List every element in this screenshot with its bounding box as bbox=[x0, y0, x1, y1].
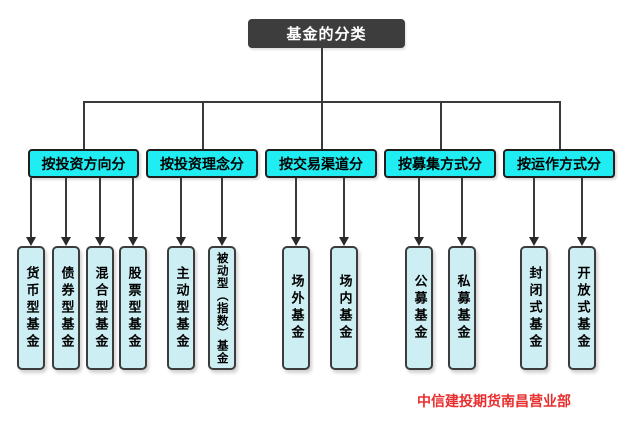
arrow-down-icon bbox=[291, 237, 301, 246]
connector-branch-stem-5 bbox=[559, 101, 561, 150]
branch-node-operation-method: 按运作方式分 bbox=[503, 149, 615, 178]
branch-node-investment-direction: 按投资方向分 bbox=[28, 149, 139, 178]
connector-branch-stem-2 bbox=[202, 101, 204, 150]
connector-root-stem bbox=[321, 48, 323, 102]
leaf-node-private-fund: 私募基金 bbox=[448, 246, 476, 370]
arrow-down-icon bbox=[577, 237, 587, 246]
arrow-stem bbox=[221, 178, 223, 237]
leaf-node-active-fund: 主动型基金 bbox=[167, 246, 195, 370]
arrow-stem bbox=[132, 178, 134, 237]
arrow-stem bbox=[343, 178, 345, 237]
leaf-node-exchange-fund: 场内基金 bbox=[330, 246, 358, 370]
arrow-stem bbox=[418, 178, 420, 237]
arrow-stem bbox=[533, 178, 535, 237]
connector-branch-stem-3 bbox=[321, 101, 323, 150]
footer-watermark: 中信建投期货南昌营业部 bbox=[417, 394, 571, 410]
arrow-stem bbox=[180, 178, 182, 237]
arrow-stem bbox=[65, 178, 67, 237]
connector-branch-stem-1 bbox=[83, 101, 85, 150]
arrow-down-icon bbox=[26, 237, 36, 246]
arrow-stem bbox=[295, 178, 297, 237]
branch-node-investment-philosophy: 按投资理念分 bbox=[146, 149, 258, 178]
arrow-down-icon bbox=[176, 237, 186, 246]
leaf-node-open-end-fund: 开放式基金 bbox=[568, 246, 596, 370]
leaf-node-bond-fund: 债券型基金 bbox=[52, 246, 80, 370]
arrow-down-icon bbox=[128, 237, 138, 246]
leaf-node-currency-fund: 货币型基金 bbox=[17, 246, 45, 370]
arrow-down-icon bbox=[457, 237, 467, 246]
arrow-down-icon bbox=[414, 237, 424, 246]
leaf-node-otc-fund: 场外基金 bbox=[282, 246, 310, 370]
branch-node-fundraising-method: 按募集方式分 bbox=[384, 149, 496, 178]
arrow-down-icon bbox=[95, 237, 105, 246]
arrow-stem bbox=[461, 178, 463, 237]
arrow-down-icon bbox=[61, 237, 71, 246]
leaf-node-hybrid-fund: 混合型基金 bbox=[86, 246, 114, 370]
arrow-stem bbox=[581, 178, 583, 237]
root-node-title: 基金的分类 bbox=[248, 19, 405, 48]
leaf-node-passive-index-fund: 被动型（指数）基金 bbox=[208, 246, 236, 370]
arrow-down-icon bbox=[529, 237, 539, 246]
arrow-stem bbox=[30, 178, 32, 237]
arrow-down-icon bbox=[339, 237, 349, 246]
arrow-stem bbox=[99, 178, 101, 237]
arrow-down-icon bbox=[217, 237, 227, 246]
connector-branch-stem-4 bbox=[440, 101, 442, 150]
leaf-node-closed-end-fund: 封闭式基金 bbox=[520, 246, 548, 370]
leaf-node-public-fund: 公募基金 bbox=[405, 246, 433, 370]
branch-node-trading-channel: 按交易渠道分 bbox=[265, 149, 377, 178]
leaf-node-stock-fund: 股票型基金 bbox=[119, 246, 147, 370]
